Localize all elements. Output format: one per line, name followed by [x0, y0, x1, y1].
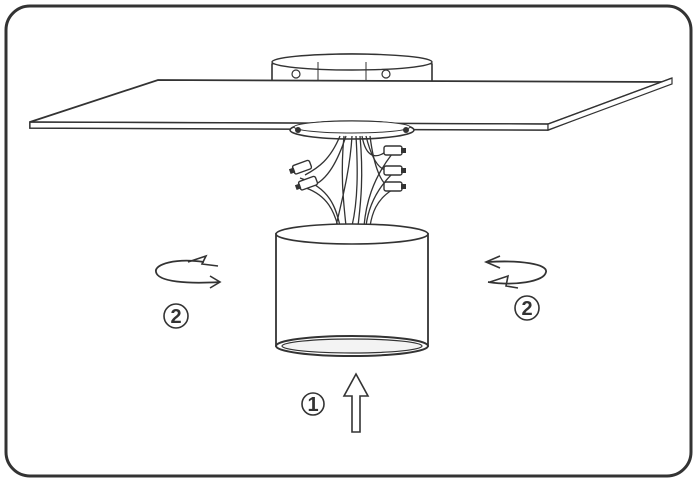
- arrow-up-icon: [342, 372, 370, 433]
- wire-connector: [288, 159, 313, 175]
- step-2-left-badge: [163, 303, 189, 329]
- step-2-right-badge: [514, 295, 540, 321]
- light-fixture: [275, 223, 429, 357]
- wire-connector: [294, 175, 319, 191]
- junction-box: [271, 53, 433, 85]
- step-2-right: 2: [483, 255, 547, 321]
- wire-connector: [383, 145, 406, 156]
- step-2-left: 2: [155, 254, 222, 329]
- step-1-badge: [301, 392, 325, 416]
- wire-connectors: [288, 145, 406, 192]
- step-2-left-label: 2: [170, 306, 181, 328]
- step-1-label: 1: [307, 394, 318, 416]
- step-1: 1: [301, 372, 370, 433]
- rotate-arrow-icon: [483, 255, 547, 289]
- wire-connector: [383, 181, 406, 192]
- step-2-right-label: 2: [521, 298, 532, 320]
- mounting-plate: [289, 120, 415, 140]
- wire-connector: [383, 165, 406, 176]
- rotate-arrow-icon: [155, 254, 222, 289]
